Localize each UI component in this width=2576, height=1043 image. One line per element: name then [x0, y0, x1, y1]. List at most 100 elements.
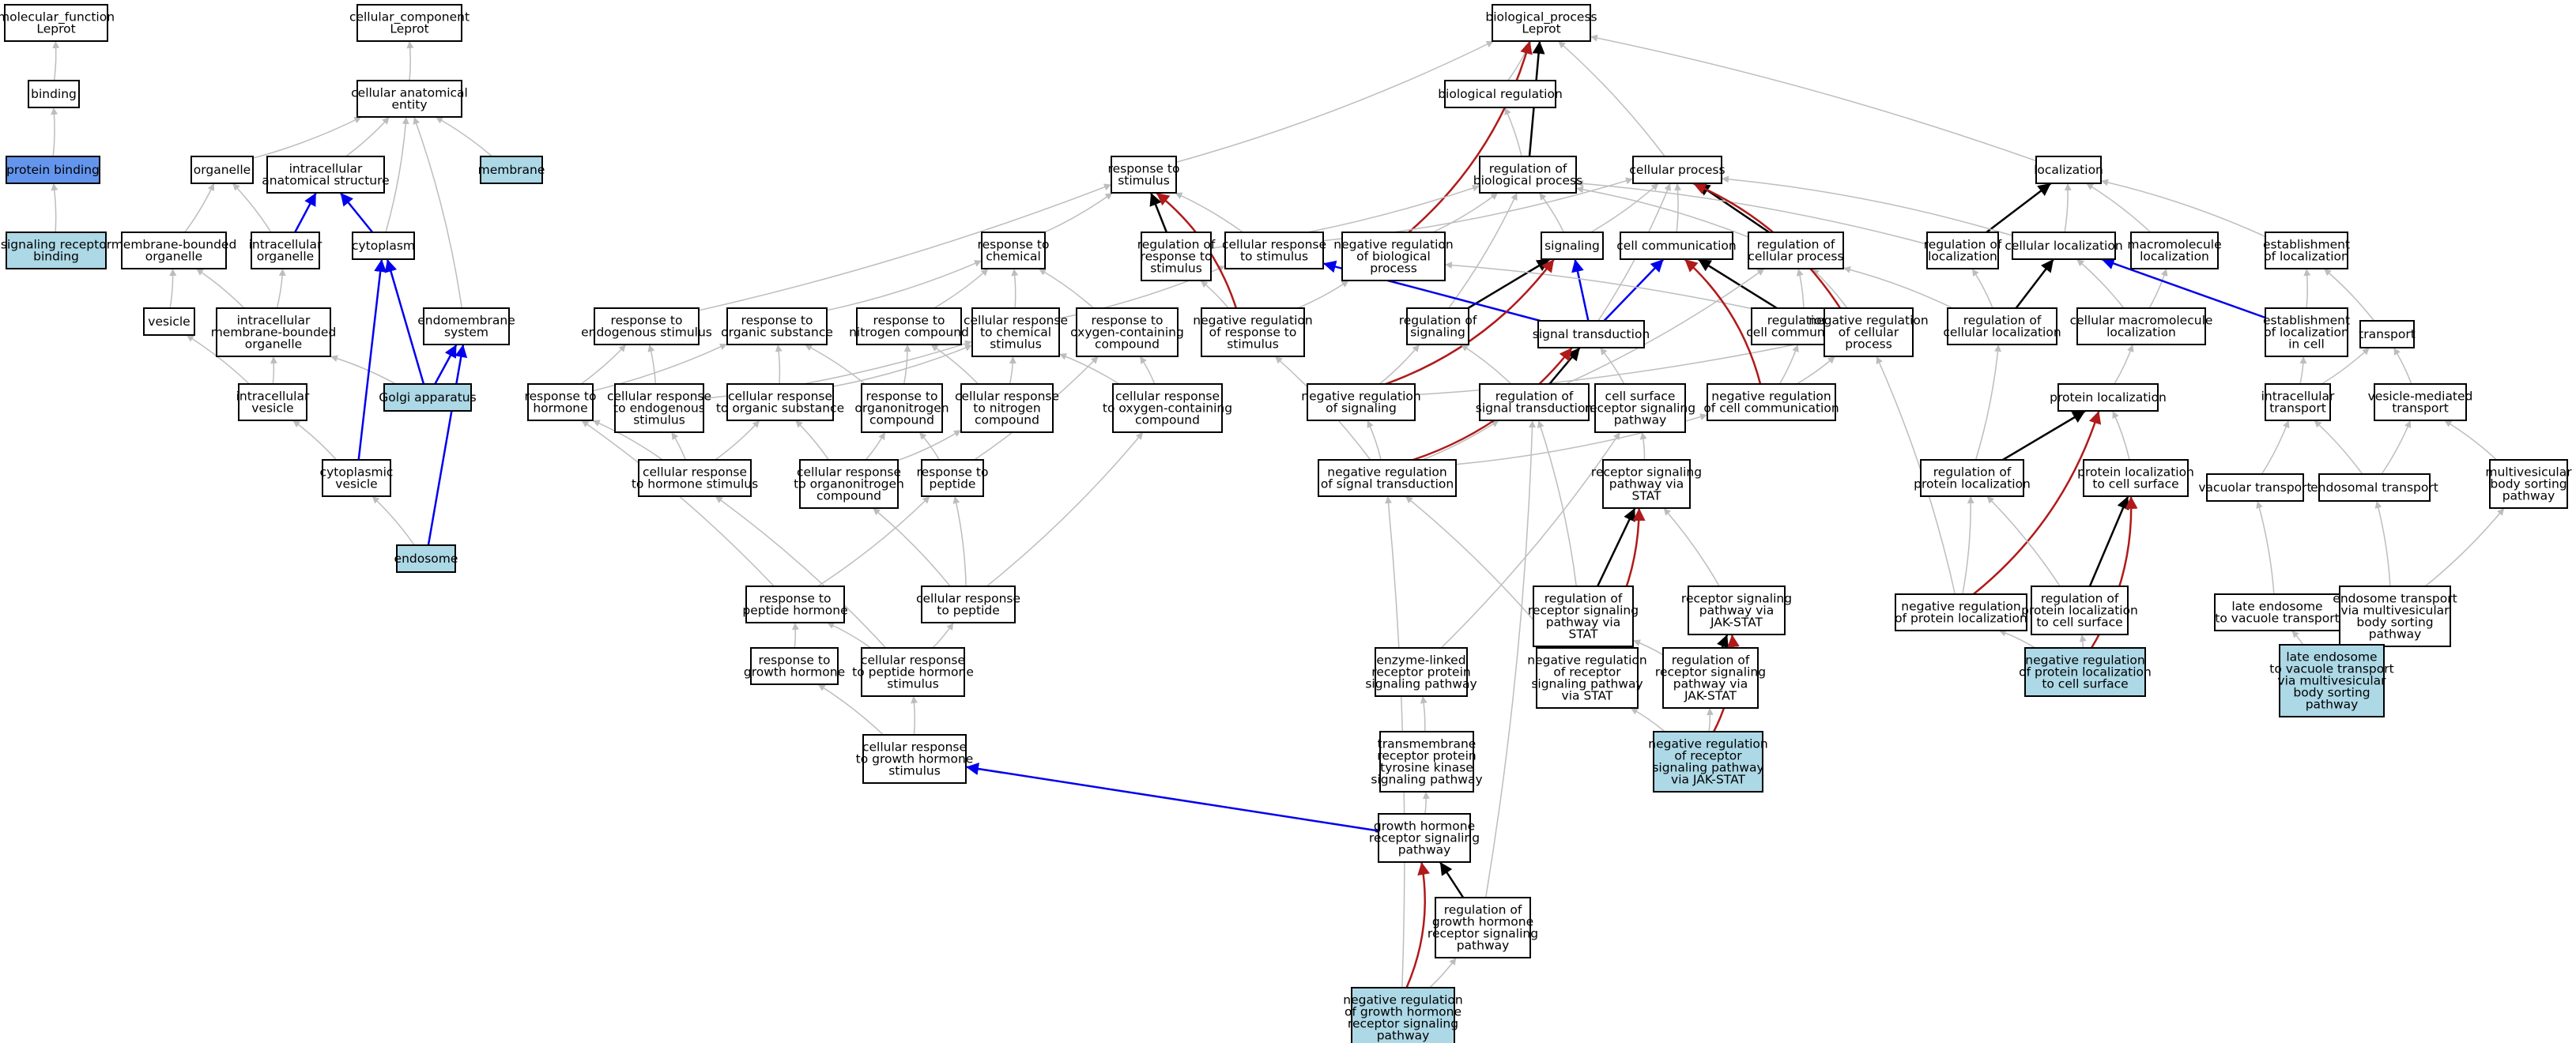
- relation-edge-gray: [232, 183, 272, 233]
- go-term-node[interactable]: endosome: [394, 544, 458, 573]
- go-term-node[interactable]: localization: [2034, 156, 2103, 184]
- relation-edge: [1367, 420, 1382, 461]
- go-term-node[interactable]: biological regulation: [1438, 80, 1563, 108]
- go-term-node[interactable]: protein localization: [2050, 383, 2167, 412]
- go-term-node[interactable]: cell communication: [1616, 232, 1737, 260]
- go-term-node[interactable]: signaling: [1541, 232, 1604, 260]
- relation-edge-gray: [1379, 344, 1420, 385]
- go-term-node[interactable]: membrane: [478, 156, 545, 184]
- go-term-node[interactable]: vesicle: [143, 307, 195, 336]
- relation-edge-gray: [1414, 336, 1825, 396]
- go-term-node[interactable]: endosomal transport: [2310, 473, 2438, 502]
- go-term-node[interactable]: protein binding: [6, 156, 100, 184]
- go-term-node[interactable]: Golgi apparatus: [379, 383, 477, 412]
- go-term-node[interactable]: cytoplasm: [352, 232, 415, 260]
- go-term-label-line: signaling pathway: [1365, 677, 1477, 691]
- go-term-node[interactable]: cellular localization: [2005, 232, 2123, 260]
- go-term-box: [1920, 459, 2024, 497]
- go-term-node[interactable]: signal transduction: [1533, 320, 1650, 348]
- go-term-node[interactable]: binding: [28, 80, 80, 108]
- go-term-node[interactable]: transport: [2359, 320, 2416, 348]
- go-term-node[interactable]: cellular process: [1629, 156, 1726, 184]
- go-term-label-line: vesicle: [335, 477, 377, 491]
- go-term-node[interactable]: vacuolar transport: [2198, 473, 2312, 502]
- go-term-node[interactable]: organelle: [190, 156, 254, 184]
